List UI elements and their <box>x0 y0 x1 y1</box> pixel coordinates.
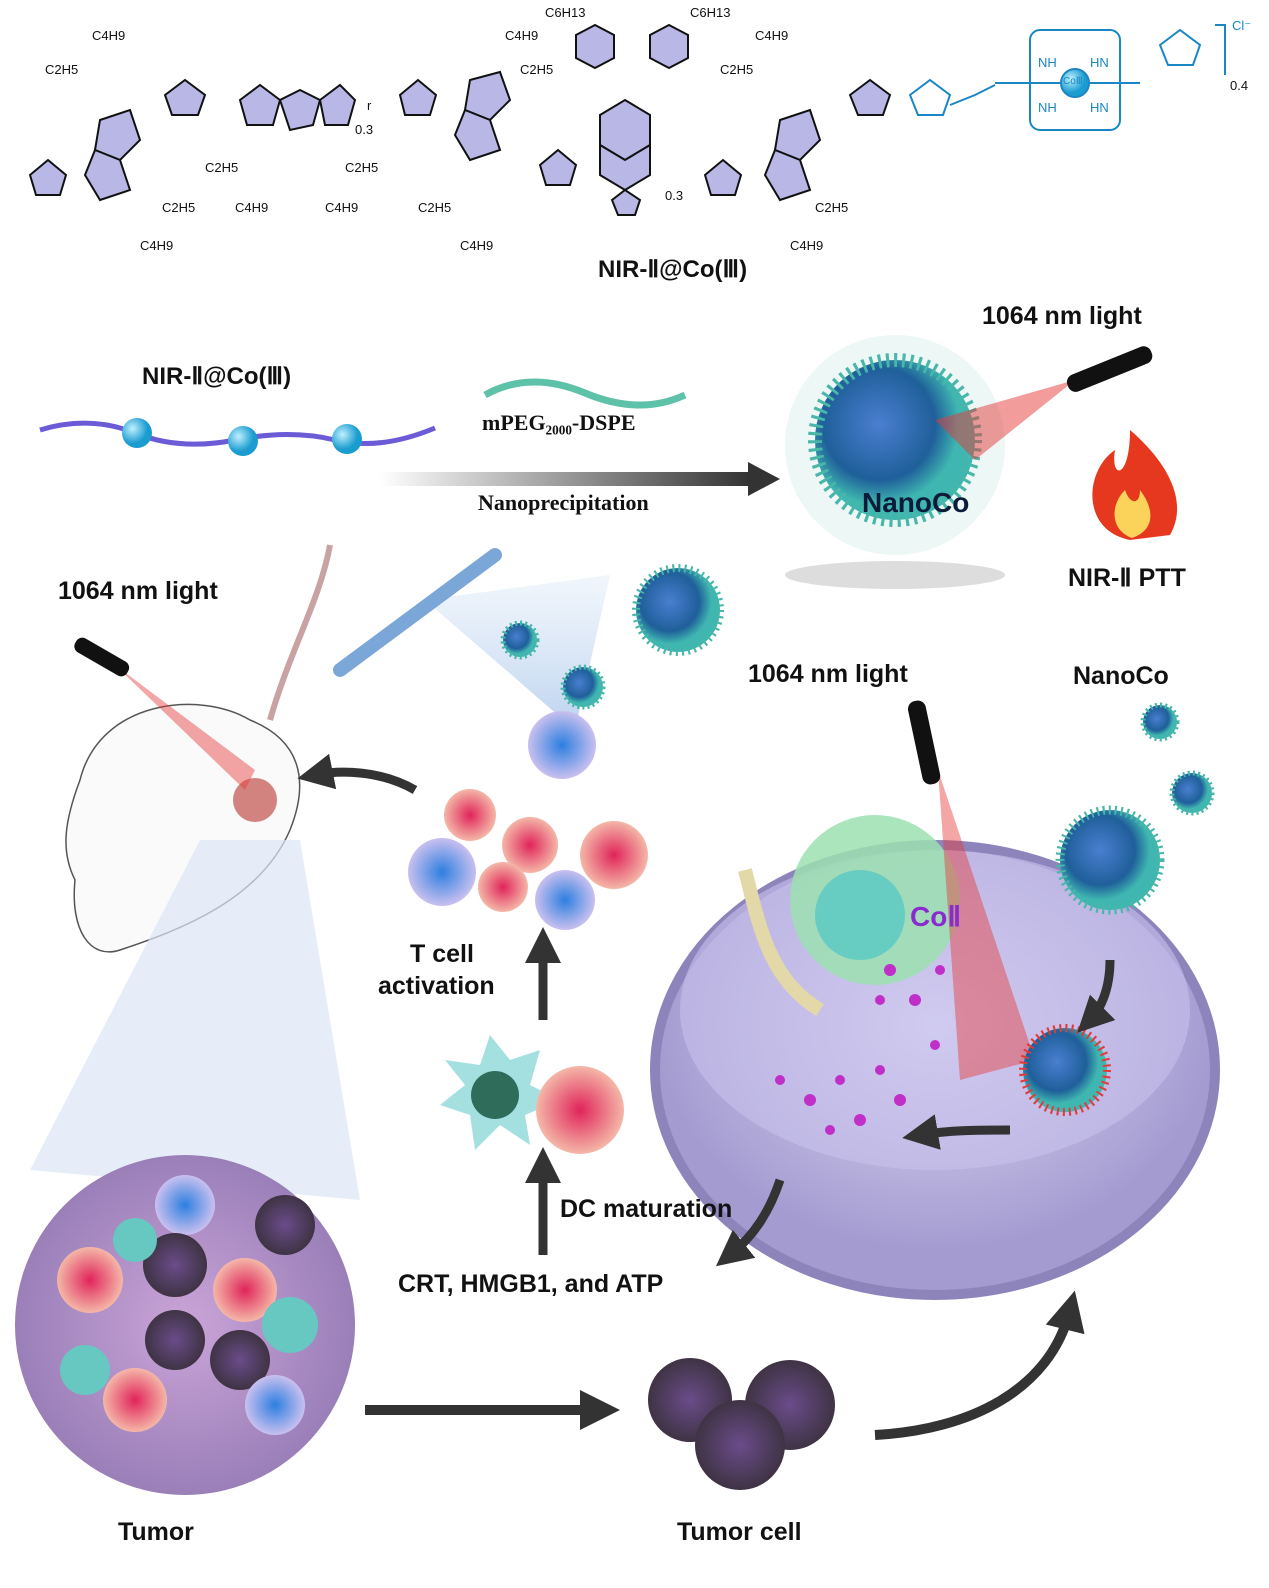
substituent: C6H13 <box>545 5 586 20</box>
light-label-top: 1064 nm light <box>982 302 1142 330</box>
light-label-cell: 1064 nm light <box>748 660 908 688</box>
amine: HN <box>1090 100 1109 115</box>
dendritic-cell <box>440 1035 624 1154</box>
peg-chain <box>483 378 687 409</box>
laser-beam <box>938 770 1035 1080</box>
arrow-gradient <box>380 472 750 486</box>
substituent: C4H9 <box>755 28 789 43</box>
substituent: C2H5 <box>418 200 452 215</box>
laser-fiber-icon <box>74 637 130 677</box>
substituent: C4H9 <box>235 200 269 215</box>
cobalt-ions <box>775 964 945 1135</box>
substituent: C4H9 <box>325 200 359 215</box>
substituent: C2H5 <box>205 160 239 175</box>
subscript: 0.4 <box>1230 78 1249 93</box>
substituent: C2H5 <box>345 160 379 175</box>
amine: NH <box>1038 100 1057 115</box>
nanoco-label: NanoCo <box>862 487 970 518</box>
nanoco-cell-label: NanoCo <box>1073 662 1169 690</box>
substituent: C4H9 <box>790 238 824 253</box>
polymer-name-label: NIR-Ⅱ@Co(Ⅲ) <box>598 256 748 283</box>
subscript: 0.3 <box>665 188 684 203</box>
activation-label: activation <box>378 972 495 1000</box>
magnification-cone <box>30 840 360 1200</box>
dc-maturation-label: DC maturation <box>560 1195 733 1223</box>
laser-beam <box>115 665 255 790</box>
laser-fiber-icon <box>907 700 941 785</box>
substituent: C2H5 <box>720 62 754 77</box>
substituent: C4H9 <box>92 28 126 43</box>
amine: HN <box>1090 55 1109 70</box>
substituent: C6H13 <box>690 5 731 20</box>
tumor-cell-label: Tumor cell <box>677 1518 802 1546</box>
amine: NH <box>1038 55 1057 70</box>
cobalt-complex <box>908 24 1226 131</box>
laser-beam <box>935 380 1075 460</box>
random-marker: r <box>367 98 372 113</box>
substituent: C2H5 <box>45 62 79 77</box>
polymer-structure <box>28 23 892 216</box>
substituent: C4H9 <box>460 238 494 253</box>
substituent: C2H5 <box>162 200 196 215</box>
nir-label: NIR-Ⅱ@Co(Ⅲ) <box>142 363 292 390</box>
counter-ion: Cl⁻ <box>1232 18 1252 33</box>
tumor-label: Tumor <box>118 1518 194 1546</box>
t-cells <box>408 711 648 930</box>
er <box>738 868 824 1017</box>
mouse-tumor <box>233 778 277 822</box>
substituent: C2H5 <box>520 62 554 77</box>
substituent: C2H5 <box>815 200 849 215</box>
ptt-label: NIR-Ⅱ PTT <box>1068 564 1186 592</box>
syringe-icon <box>333 548 502 677</box>
metal-center: CoⅢ <box>1063 76 1083 87</box>
subscript: 0.3 <box>355 122 374 137</box>
tumor-cells <box>57 1175 318 1435</box>
laser-fiber-icon <box>1066 346 1153 392</box>
flame-icon <box>1092 430 1178 540</box>
cobalt-ion-label: CoⅡ <box>910 901 962 932</box>
t-cell-label: T cell <box>410 940 474 968</box>
nanoprecipitation-label: Nanoprecipitation <box>478 490 649 515</box>
mouse-tail <box>267 544 333 721</box>
damps-label: CRT, HMGB1, and ATP <box>398 1270 664 1298</box>
substituent: C4H9 <box>140 238 174 253</box>
dying-tumor-cells <box>648 1358 835 1490</box>
substituent: C4H9 <box>505 28 539 43</box>
peg-label: mPEG₂₀₀₀-DSPE <box>482 410 636 435</box>
light-label-mouse: 1064 nm light <box>58 577 218 605</box>
